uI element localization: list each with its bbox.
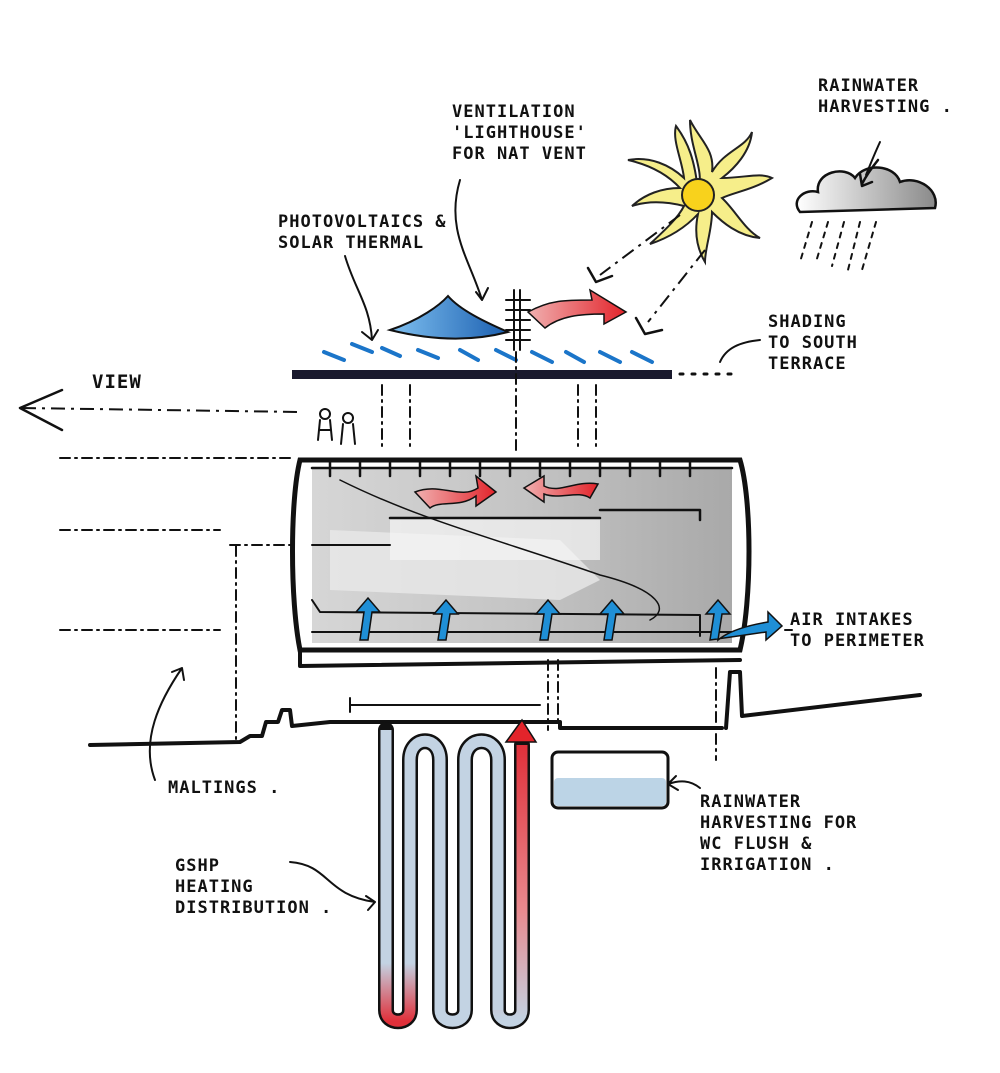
air-intake-arrow-icon [354, 596, 784, 642]
structure-grid-lines [59, 351, 717, 761]
ground-line [88, 648, 922, 747]
view-label: VIEW [92, 371, 142, 393]
rainwater-wc-label: RAINWATER HARVESTING FOR WC FLUSH & IRRI… [700, 792, 858, 875]
people-icon [317, 408, 356, 445]
gshp-pipe-loop [378, 718, 538, 1030]
airflow-arrow-icon [526, 288, 628, 329]
solar-ray-lines [586, 214, 706, 336]
pv-solar-label: PHOTOVOLTAICS & SOLAR THERMAL [278, 212, 447, 253]
roof-canopy [292, 288, 742, 379]
building-section [290, 457, 752, 653]
shading-label: SHADING TO SOUTH TERRACE [768, 312, 858, 374]
view-arrow [18, 388, 301, 432]
ventilation-lighthouse [505, 289, 531, 351]
annotation-leaders [148, 141, 881, 911]
pv-panel [386, 294, 512, 340]
ventilation-label: VENTILATION 'LIGHTHOUSE' FOR NAT VENT [452, 102, 587, 164]
air-intakes-label: AIR INTAKES TO PERIMETER [790, 610, 925, 651]
water-tank-icon [550, 750, 670, 810]
sun-icon [627, 119, 775, 266]
shading-louvres [322, 342, 654, 364]
rain-cloud-icon [795, 158, 937, 271]
maltings-label: MALTINGS . [168, 778, 281, 798]
gshp-label: GSHP HEATING DISTRIBUTION . [175, 856, 333, 918]
rainwater-harvesting-label: RAINWATER HARVESTING . [818, 76, 953, 117]
